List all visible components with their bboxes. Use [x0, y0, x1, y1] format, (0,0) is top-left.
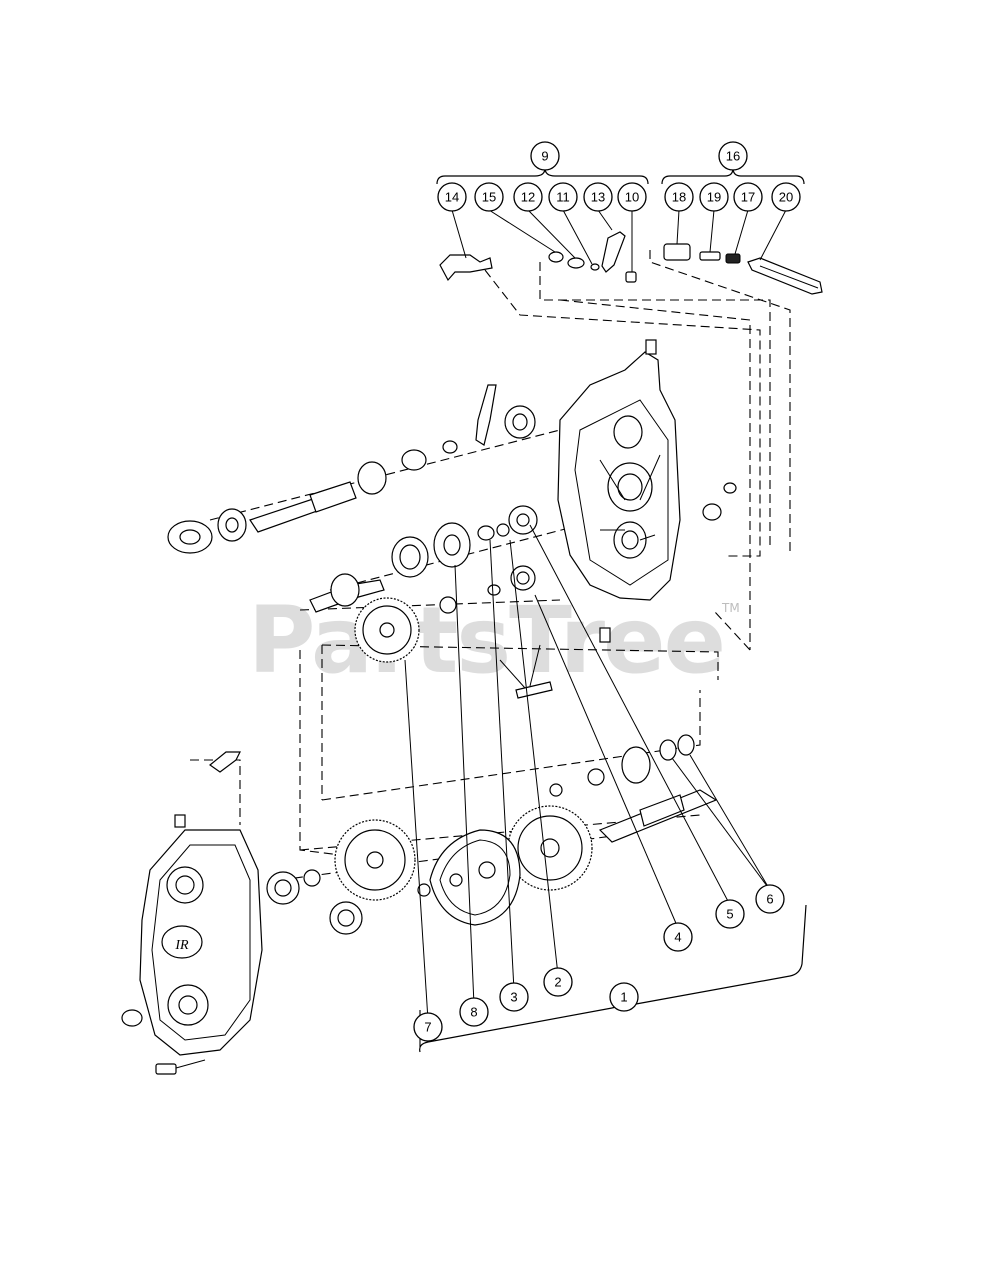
callout-19[interactable]: 19	[699, 182, 729, 212]
callouts: 9 16 14 15 12 11 13 10 18 19 17 20 6 5 4…	[413, 141, 801, 1042]
upper-shaft-assembly	[167, 384, 536, 554]
svg-text:20: 20	[779, 190, 793, 205]
callout-10[interactable]: 10	[617, 182, 647, 212]
shift-linkage-parts	[439, 231, 637, 283]
svg-text:2: 2	[554, 975, 561, 990]
left-case-half: IR	[121, 751, 263, 1075]
svg-text:9: 9	[541, 149, 548, 164]
svg-text:15: 15	[482, 190, 496, 205]
svg-text:14: 14	[445, 190, 459, 205]
svg-text:17: 17	[741, 190, 755, 205]
large-gear	[354, 597, 420, 663]
brace-group-1	[419, 904, 807, 1053]
callout-8[interactable]: 8	[459, 997, 489, 1027]
callout-4[interactable]: 4	[663, 922, 693, 952]
svg-text:3: 3	[510, 990, 517, 1005]
callout-17[interactable]: 17	[733, 182, 763, 212]
svg-text:10: 10	[625, 190, 639, 205]
callout-13[interactable]: 13	[583, 182, 613, 212]
callout-7[interactable]: 7	[413, 1012, 443, 1042]
svg-text:7: 7	[424, 1020, 431, 1035]
right-case-half	[557, 339, 737, 643]
callout-1[interactable]: 1	[609, 982, 639, 1012]
svg-text:5: 5	[726, 907, 733, 922]
lower-gears-chain	[266, 805, 593, 935]
callout-3[interactable]: 3	[499, 982, 529, 1012]
callout-20[interactable]: 20	[771, 182, 801, 212]
leader-lines	[404, 209, 787, 1021]
cable-assembly-parts	[663, 243, 823, 295]
callout-14[interactable]: 14	[437, 182, 467, 212]
callout-6[interactable]: 6	[755, 884, 785, 914]
svg-text:18: 18	[672, 190, 686, 205]
callout-2[interactable]: 2	[543, 967, 573, 997]
callout-15[interactable]: 15	[474, 182, 504, 212]
watermark-tm: TM	[721, 601, 740, 615]
svg-text:13: 13	[591, 190, 605, 205]
case-logo: IR	[174, 938, 189, 953]
svg-text:8: 8	[470, 1005, 477, 1020]
lower-right-shaft	[549, 734, 718, 843]
svg-text:16: 16	[726, 149, 740, 164]
callout-11[interactable]: 11	[548, 182, 578, 212]
svg-text:19: 19	[707, 190, 721, 205]
callout-12[interactable]: 12	[513, 182, 543, 212]
callout-5[interactable]: 5	[715, 899, 745, 929]
callout-9[interactable]: 9	[530, 141, 560, 171]
svg-text:4: 4	[674, 930, 681, 945]
svg-text:11: 11	[556, 190, 570, 205]
shift-fork	[499, 644, 553, 699]
svg-text:6: 6	[766, 892, 773, 907]
callout-16[interactable]: 16	[718, 141, 748, 171]
svg-text:1: 1	[620, 990, 627, 1005]
middle-gear-cluster	[309, 505, 538, 614]
svg-text:12: 12	[521, 190, 535, 205]
callout-18[interactable]: 18	[664, 182, 694, 212]
